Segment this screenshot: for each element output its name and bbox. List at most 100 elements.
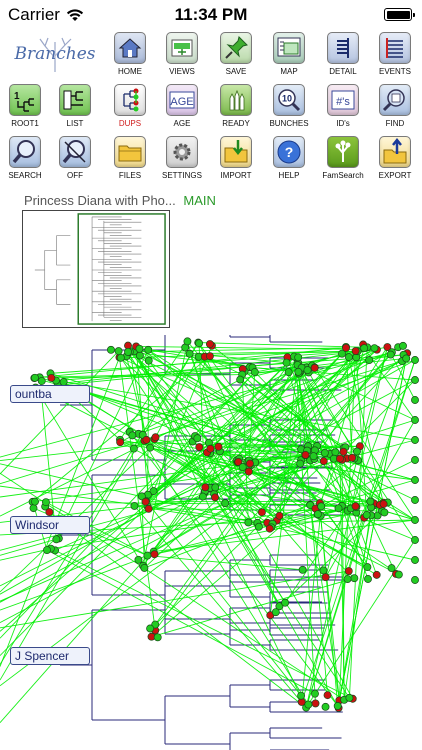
minimap-canvas bbox=[34, 213, 166, 325]
person-node bbox=[411, 356, 419, 364]
person-node bbox=[47, 373, 56, 382]
export-button[interactable]: EXPORT bbox=[372, 136, 418, 184]
person-node bbox=[370, 344, 379, 353]
events-button[interactable]: EVENTS bbox=[372, 32, 418, 80]
family-tree-canvas[interactable]: ountba Windsor J Spencer bbox=[0, 335, 422, 750]
settings-button[interactable]: SETTINGS bbox=[159, 136, 205, 184]
help-label: HELP bbox=[278, 171, 300, 180]
duplicate-link bbox=[0, 537, 59, 556]
view-mode-label[interactable]: MAIN bbox=[183, 193, 216, 208]
name-tag-spencer[interactable]: J Spencer bbox=[10, 647, 90, 665]
duplicate-link bbox=[0, 357, 120, 667]
tree-branch bbox=[164, 695, 230, 745]
list-button[interactable]: LIST bbox=[52, 84, 98, 132]
tree-branch bbox=[269, 727, 300, 739]
person-node bbox=[321, 702, 330, 711]
person-node bbox=[317, 502, 326, 511]
person-node bbox=[206, 444, 215, 453]
views-button[interactable]: VIEWS bbox=[159, 32, 205, 80]
duplicate-link bbox=[298, 373, 328, 696]
dups-button[interactable]: DUPS bbox=[107, 84, 153, 132]
person-node bbox=[411, 476, 419, 484]
toolbar: Branches HOME VIEWS SAVE MAP DETAIL bbox=[0, 30, 422, 185]
detail-button[interactable]: DETAIL bbox=[320, 32, 366, 80]
person-node bbox=[244, 467, 253, 476]
person-node bbox=[129, 444, 138, 453]
person-node bbox=[344, 353, 353, 362]
tree-minimap[interactable] bbox=[22, 210, 170, 328]
person-node bbox=[137, 492, 146, 501]
famsearch-icon bbox=[327, 136, 359, 168]
famsearch-button[interactable]: FamSearch bbox=[320, 136, 366, 184]
person-node bbox=[43, 546, 51, 554]
person-node bbox=[254, 522, 263, 531]
duplicate-link bbox=[45, 501, 148, 556]
bunches-button[interactable]: 10 BUNCHES bbox=[266, 84, 312, 132]
person-node bbox=[265, 524, 274, 533]
help-button[interactable]: ? HELP bbox=[266, 136, 312, 184]
duplicate-link bbox=[144, 351, 393, 442]
search-button[interactable]: SEARCH bbox=[2, 136, 48, 184]
duplicate-link bbox=[355, 357, 368, 515]
root1-label: ROOT1 bbox=[11, 119, 39, 128]
person-node bbox=[294, 353, 303, 362]
ready-button[interactable]: READY bbox=[213, 84, 259, 132]
person-node bbox=[221, 499, 230, 508]
home-button[interactable]: HOME bbox=[107, 32, 153, 80]
person-node bbox=[205, 352, 214, 361]
duplicate-link bbox=[0, 460, 250, 587]
duplicate-link bbox=[153, 519, 416, 553]
person-node bbox=[343, 575, 352, 584]
import-button[interactable]: IMPORT bbox=[213, 136, 259, 184]
age-icon: AGE bbox=[166, 84, 198, 116]
duplicate-link bbox=[297, 364, 416, 421]
duplicate-link bbox=[261, 459, 302, 513]
name-tag-mountbatten[interactable]: ountba bbox=[10, 385, 90, 403]
duplicate-link bbox=[187, 341, 321, 504]
carrier-indicator: Carrier bbox=[8, 5, 84, 25]
person-node bbox=[387, 564, 396, 573]
duplicate-link bbox=[50, 349, 377, 374]
off-button[interactable]: OFF bbox=[52, 136, 98, 184]
person-node bbox=[402, 354, 411, 363]
person-node bbox=[365, 356, 374, 365]
person-node bbox=[281, 598, 290, 607]
find-icon bbox=[379, 84, 411, 116]
save-label: SAVE bbox=[225, 67, 247, 76]
age-button[interactable]: AGE AGE bbox=[159, 84, 205, 132]
person-node bbox=[211, 483, 220, 492]
tree-branch bbox=[269, 335, 300, 343]
duplicate-link bbox=[147, 555, 303, 571]
duplicate-link bbox=[129, 351, 147, 440]
events-icon bbox=[379, 32, 411, 64]
duplicate-link bbox=[0, 360, 403, 485]
find-button[interactable]: FIND bbox=[372, 84, 418, 132]
duplicate-link bbox=[148, 360, 263, 513]
map-button[interactable]: MAP bbox=[266, 32, 312, 80]
duplicate-link bbox=[151, 577, 355, 638]
svg-text:AGE: AGE bbox=[170, 96, 193, 108]
duplicate-link bbox=[133, 351, 307, 708]
save-button[interactable]: SAVE bbox=[213, 32, 259, 80]
person-node bbox=[380, 508, 389, 517]
person-node bbox=[351, 347, 360, 355]
duplicate-link bbox=[383, 503, 416, 521]
tree-branch bbox=[229, 684, 270, 708]
tree-title[interactable]: Princess Diana with Pho... bbox=[24, 193, 176, 208]
person-node bbox=[45, 508, 54, 517]
person-node bbox=[362, 510, 371, 519]
duplicate-link bbox=[314, 367, 416, 521]
wifi-icon bbox=[66, 9, 84, 21]
person-node bbox=[313, 510, 322, 519]
root1-button[interactable]: 1 ROOT1 bbox=[2, 84, 48, 132]
person-node bbox=[31, 497, 39, 506]
person-node bbox=[303, 366, 312, 375]
person-node bbox=[344, 567, 353, 575]
duplicate-link bbox=[119, 341, 188, 441]
person-node bbox=[185, 349, 194, 358]
duplicate-link bbox=[119, 441, 368, 568]
ids-button[interactable]: #'s ID's bbox=[320, 84, 366, 132]
carrier-label: Carrier bbox=[8, 5, 60, 24]
files-button[interactable]: FILES bbox=[107, 136, 153, 184]
name-tag-windsor[interactable]: Windsor bbox=[10, 516, 90, 534]
